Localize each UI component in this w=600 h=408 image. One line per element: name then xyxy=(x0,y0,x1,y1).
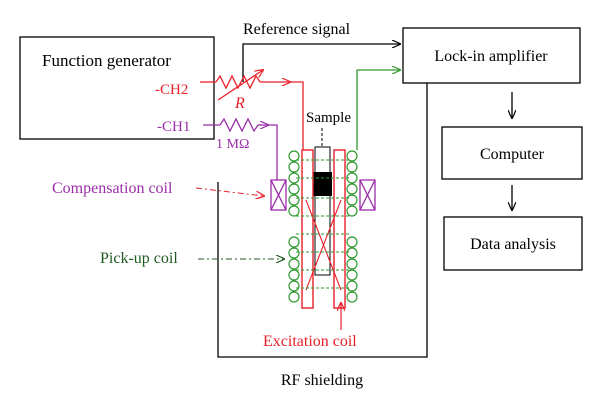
ch1-compensation-wire xyxy=(203,117,278,180)
resistor-r-label: R xyxy=(234,95,245,112)
compensation-coil-label: Compensation coil xyxy=(52,180,173,197)
excitation-coil-label: Excitation coil xyxy=(263,333,357,350)
reference-signal-line xyxy=(242,44,400,82)
lower-pickup-coil-left xyxy=(288,236,300,303)
computer-box xyxy=(441,126,583,180)
ch1-label: -CH1 xyxy=(157,119,190,135)
lock-in-amplifier-box xyxy=(402,27,581,84)
function-generator-label: Function generator xyxy=(42,51,171,70)
upper-pickup-coil-right xyxy=(346,150,358,217)
pickup-coil-label: Pick-up coil xyxy=(100,250,178,267)
ch2-label: -CH2 xyxy=(155,82,188,98)
upper-pickup-coil-left xyxy=(288,150,300,217)
ch2-excitation-wire xyxy=(200,70,304,150)
excitation-coil-left xyxy=(301,149,314,309)
compensation-coil-right xyxy=(359,179,376,211)
reference-signal-label: Reference signal xyxy=(243,21,351,38)
data-analysis-box xyxy=(443,216,583,271)
function-generator-box xyxy=(19,36,215,140)
compensation-coil-pointer xyxy=(195,187,264,196)
compensation-coil-left xyxy=(270,179,287,211)
sample-label: Sample xyxy=(306,110,351,126)
sample xyxy=(313,172,332,196)
pickup-signal-wire xyxy=(356,70,400,150)
rf-shielding-enclosure xyxy=(217,80,428,358)
computer-label: Computer xyxy=(480,146,545,163)
coil-assembly xyxy=(270,146,376,309)
rf-shielding-label: RF shielding xyxy=(281,372,363,389)
excitation-coil-right xyxy=(333,149,346,309)
data-analysis-label: Data analysis xyxy=(470,236,556,253)
lower-pickup-coil-right xyxy=(346,236,358,303)
resistor-1m-label: 1 MΩ xyxy=(216,137,249,152)
lock-in-amplifier-label: Lock-in amplifier xyxy=(434,48,548,65)
